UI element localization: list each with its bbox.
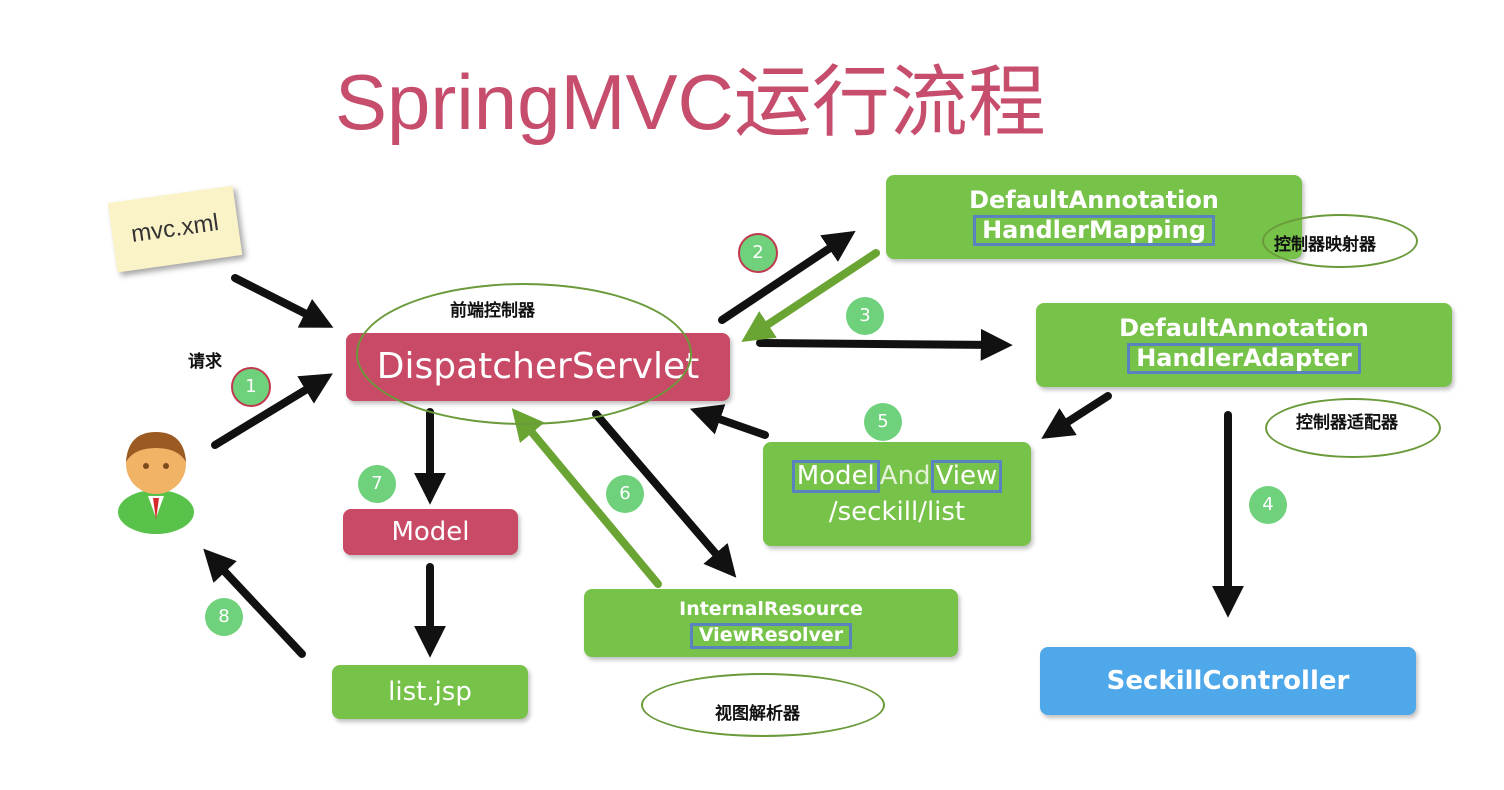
model-label: Model (391, 517, 470, 547)
seckill-controller-box: SeckillController (1040, 647, 1416, 715)
front-controller-ellipse (356, 283, 692, 425)
handler-adapter-line1: DefaultAnnotation (1119, 314, 1369, 342)
arrow-config-to-dispatcher (231, 274, 334, 328)
handler-adapter-label: 控制器适配器 (1296, 413, 1398, 433)
view-resolver-label: 视图解析器 (715, 704, 800, 724)
handler-adapter-box: DefaultAnnotation HandlerAdapter (1036, 303, 1452, 387)
list-jsp-box: list.jsp (332, 665, 528, 719)
step-5-badge: 5 (864, 403, 902, 441)
arrow-adapter-to-modelandview (1041, 392, 1112, 439)
step-4-badge: 4 (1249, 486, 1287, 524)
model-and-view-view: View (930, 460, 1003, 494)
list-jsp-label: list.jsp (388, 677, 472, 707)
handler-mapping-label: 控制器映射器 (1274, 235, 1376, 255)
arrow-modelandview-to-dispatcher (689, 404, 769, 439)
step-7-badge: 7 (358, 465, 396, 503)
view-resolver-ellipse (641, 673, 885, 737)
view-resolver-line1: InternalResource (679, 598, 863, 620)
user-avatar-icon (118, 432, 194, 534)
arrow-dispatcher-to-mapping (718, 230, 856, 324)
step-8-badge: 8 (205, 598, 243, 636)
arrow-user-to-dispatcher (211, 373, 333, 449)
seckill-controller-label: SeckillController (1106, 666, 1350, 696)
arrow-dispatcher-to-adapter (756, 328, 1013, 361)
model-box: Model (343, 509, 518, 555)
front-controller-label: 前端控制器 (450, 301, 535, 321)
model-and-view-model: Model (791, 460, 880, 494)
arrow-resolver-to-dispatcher (511, 408, 662, 588)
handler-mapping-line2: HandlerMapping (973, 215, 1215, 247)
arrow-listjsp-to-user (203, 548, 306, 658)
request-label: 请求 (188, 352, 222, 372)
model-and-view-line2: /seckill/list (828, 497, 966, 527)
handler-adapter-line2: HandlerAdapter (1127, 343, 1361, 375)
step-6-badge: 6 (606, 475, 644, 513)
handler-mapping-box: DefaultAnnotation HandlerMapping (886, 175, 1302, 259)
view-resolver-box: InternalResource ViewResolver (584, 589, 958, 657)
handler-adapter-ellipse (1265, 398, 1441, 458)
handler-mapping-line1: DefaultAnnotation (969, 186, 1219, 214)
arrow-mapping-to-dispatcher (741, 249, 880, 343)
step-2-badge: 2 (738, 233, 778, 273)
handler-mapping-ellipse (1262, 214, 1418, 268)
arrow-dispatcher-to-resolver (592, 410, 737, 578)
step-1-badge: 1 (231, 367, 271, 407)
page-title: SpringMVC运行流程 (335, 58, 1046, 146)
model-and-view-and: And (879, 461, 931, 491)
step-3-badge: 3 (846, 297, 884, 335)
view-resolver-line2: ViewResolver (689, 623, 853, 649)
